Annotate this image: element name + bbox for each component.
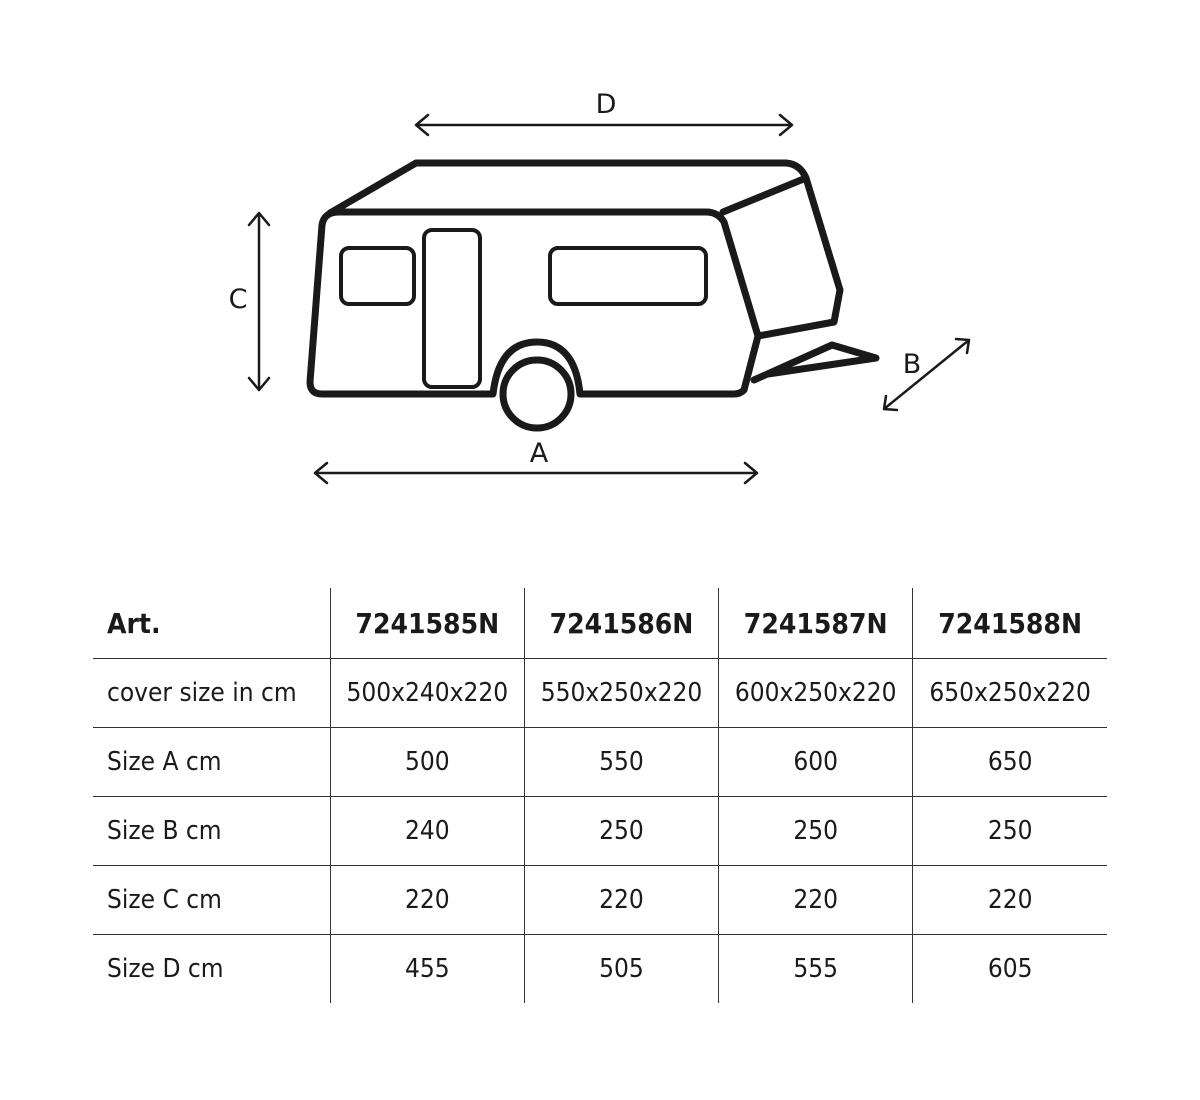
arrow-d [414, 113, 794, 137]
row-label: Size A cm [93, 727, 331, 797]
table-row: Size A cm 500 550 600 650 [93, 727, 1107, 797]
door [422, 228, 482, 389]
table-cell: 220 [912, 865, 1107, 935]
table-row: Size D cm 455 505 555 605 [93, 934, 1107, 1003]
table-cell: 555 [718, 934, 913, 1003]
label-d: D [596, 89, 617, 120]
table-row: cover size in cm 500x240x220 550x250x220… [93, 658, 1107, 728]
table-cell: 250 [523, 796, 719, 866]
table-cell: 500 [329, 727, 525, 797]
row-label: Size D cm [93, 934, 331, 1003]
caravan-front [754, 174, 844, 340]
row-label: cover size in cm [93, 658, 331, 728]
header-article: 7241587N [718, 588, 913, 659]
table-cell: 220 [329, 865, 525, 935]
table-row: Size C cm 220 220 220 220 [93, 865, 1107, 935]
table-header-row: Art. 7241585N 7241586N 7241587N 7241588N [93, 588, 1107, 659]
table-cell: 220 [523, 865, 719, 935]
spec-table: Art. 7241585N 7241586N 7241587N 7241588N… [93, 588, 1107, 1003]
table-cell: 600 [718, 727, 913, 797]
label-c: C [229, 284, 248, 315]
caravan-body [306, 208, 762, 398]
header-article: 7241585N [329, 588, 525, 659]
table-cell: 455 [329, 934, 525, 1003]
caravan-drawbar [750, 341, 880, 384]
wheel [499, 356, 575, 432]
table-cell: 500x240x220 [329, 658, 525, 728]
arrow-c [247, 211, 271, 392]
table-cell: 250 [718, 796, 913, 866]
row-label: Size C cm [93, 865, 331, 935]
label-b: B [903, 349, 922, 380]
header-article: 7241586N [523, 588, 719, 659]
arrow-a [313, 461, 759, 485]
table-cell: 605 [912, 934, 1107, 1003]
table-row: Size B cm 240 250 250 250 [93, 796, 1107, 866]
window-left [339, 246, 416, 306]
table-cell: 240 [329, 796, 525, 866]
label-a: A [530, 438, 549, 469]
row-label: Size B cm [93, 796, 331, 866]
table-cell: 600x250x220 [718, 658, 913, 728]
table-cell: 550x250x220 [523, 658, 719, 728]
table-cell: 250 [912, 796, 1107, 866]
table-cell: 550 [523, 727, 719, 797]
table-cell: 650 [912, 727, 1107, 797]
caravan-diagram: D C A B [229, 89, 971, 485]
table-cell: 505 [523, 934, 719, 1003]
header-article: 7241588N [912, 588, 1107, 659]
caravan-roof [326, 159, 810, 217]
arrow-b [882, 337, 971, 412]
table-cell: 650x250x220 [912, 658, 1107, 728]
table-cell: 220 [718, 865, 913, 935]
header-art: Art. [107, 606, 161, 640]
window-right [548, 246, 708, 306]
